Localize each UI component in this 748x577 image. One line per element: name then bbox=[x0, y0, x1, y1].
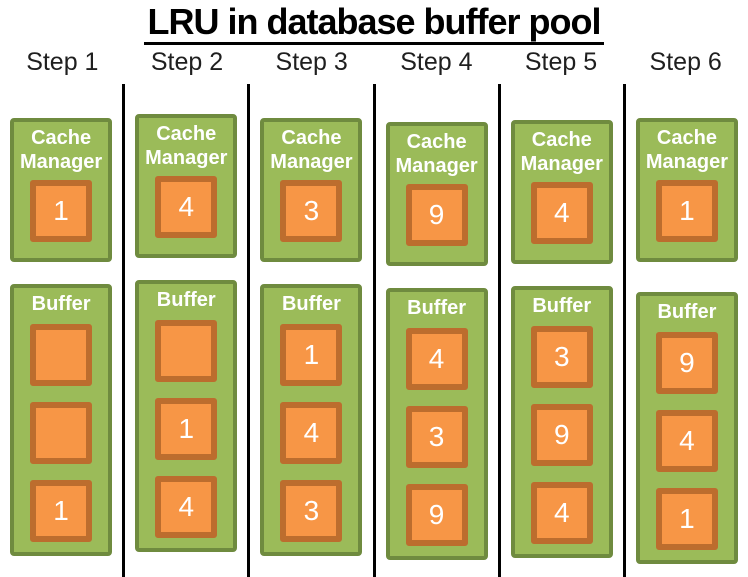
buffer-box: Buffer 9 4 1 bbox=[635, 292, 738, 564]
step-label-6: Step 6 bbox=[649, 48, 722, 76]
cache-manager-box: Cache Manager 1 bbox=[635, 118, 738, 262]
cache-manager-label: Cache Manager bbox=[19, 127, 103, 173]
buffer-slots: 9 4 1 bbox=[655, 332, 718, 550]
buffer-slot: 3 bbox=[530, 326, 593, 388]
buffer-slot: 4 bbox=[655, 410, 718, 472]
buffer-slot: 1 bbox=[655, 488, 718, 550]
buffer-slot: 3 bbox=[405, 406, 468, 468]
cache-manager-label: Cache Manager bbox=[645, 127, 729, 173]
cache-manager-slot: 9 bbox=[405, 184, 468, 246]
cache-manager-label: Cache Manager bbox=[395, 131, 478, 177]
buffer-slot bbox=[30, 402, 93, 464]
buffer-box: Buffer 3 9 4 bbox=[510, 286, 613, 558]
cache-manager-label: Cache Manager bbox=[270, 127, 353, 173]
step-label-1: Step 1 bbox=[26, 48, 99, 76]
cache-manager-box: Cache Manager 1 bbox=[10, 118, 113, 262]
buffer-slots: 4 3 9 bbox=[405, 328, 468, 546]
buffer-slot: 1 bbox=[155, 398, 218, 460]
step-column-6: Cache Manager 1 Buffer 9 4 1 bbox=[626, 84, 748, 577]
buffer-box: Buffer 4 3 9 bbox=[385, 288, 488, 560]
cache-manager-box: Cache Manager 3 bbox=[260, 118, 363, 262]
cache-manager-slot: 4 bbox=[155, 176, 218, 238]
buffer-slots: 1 bbox=[30, 324, 93, 542]
buffer-box: Buffer 1 4 bbox=[135, 280, 238, 552]
buffer-box: Buffer 1 4 3 bbox=[260, 284, 363, 556]
cache-manager-box: Cache Manager 4 bbox=[135, 114, 238, 258]
page-title: LRU in database buffer pool bbox=[144, 3, 604, 45]
buffer-slot: 9 bbox=[530, 404, 593, 466]
buffer-slot: 9 bbox=[405, 484, 468, 546]
step-column-2: Cache Manager 4 Buffer 1 4 bbox=[125, 84, 251, 577]
buffer-label: Buffer bbox=[31, 293, 91, 315]
cache-manager-slot: 3 bbox=[280, 180, 343, 242]
buffer-slot: 1 bbox=[280, 324, 343, 386]
cache-manager-label: Cache Manager bbox=[145, 123, 228, 169]
cache-manager-slot: 1 bbox=[655, 180, 718, 242]
cache-manager-box: Cache Manager 9 bbox=[385, 122, 488, 266]
buffer-slots: 1 4 3 bbox=[280, 324, 343, 542]
cache-manager-slot: 1 bbox=[30, 180, 93, 242]
buffer-slot: 9 bbox=[655, 332, 718, 394]
step-column-1: Cache Manager 1 Buffer 1 bbox=[0, 84, 126, 577]
buffer-slot: 4 bbox=[280, 402, 343, 464]
step-column-5: Cache Manager 4 Buffer 3 9 4 bbox=[501, 84, 626, 577]
buffer-label: Buffer bbox=[407, 297, 467, 319]
buffer-slot bbox=[30, 324, 93, 386]
step-label-4: Step 4 bbox=[400, 48, 473, 76]
step-label-5: Step 5 bbox=[524, 48, 598, 76]
step-label-3: Step 3 bbox=[275, 48, 348, 76]
cache-manager-label: Cache Manager bbox=[520, 129, 603, 175]
steps-columns: Cache Manager 1 Buffer 1 Cache Manager 4… bbox=[0, 84, 748, 577]
step-column-3: Cache Manager 3 Buffer 1 4 3 bbox=[250, 84, 376, 577]
buffer-slot bbox=[155, 320, 218, 382]
buffer-slot: 4 bbox=[405, 328, 468, 390]
buffer-label: Buffer bbox=[657, 301, 717, 323]
title-area: LRU in database buffer pool bbox=[0, 0, 748, 46]
step-column-4: Cache Manager 9 Buffer 4 3 9 bbox=[376, 84, 501, 577]
buffer-label: Buffer bbox=[281, 293, 341, 315]
buffer-box: Buffer 1 bbox=[10, 284, 113, 556]
buffer-slots: 1 4 bbox=[155, 320, 218, 538]
cache-manager-slot: 4 bbox=[530, 182, 593, 244]
buffer-slot: 1 bbox=[30, 480, 93, 542]
step-labels-row: Step 1 Step 2 Step 3 Step 4 Step 5 Step … bbox=[0, 46, 748, 84]
step-label-2: Step 2 bbox=[150, 48, 224, 76]
buffer-label: Buffer bbox=[156, 289, 216, 311]
buffer-label: Buffer bbox=[532, 295, 592, 317]
buffer-slot: 4 bbox=[155, 476, 218, 538]
buffer-slot: 4 bbox=[530, 482, 593, 544]
buffer-slot: 3 bbox=[280, 480, 343, 542]
cache-manager-box: Cache Manager 4 bbox=[510, 120, 613, 264]
buffer-slots: 3 9 4 bbox=[530, 326, 593, 544]
